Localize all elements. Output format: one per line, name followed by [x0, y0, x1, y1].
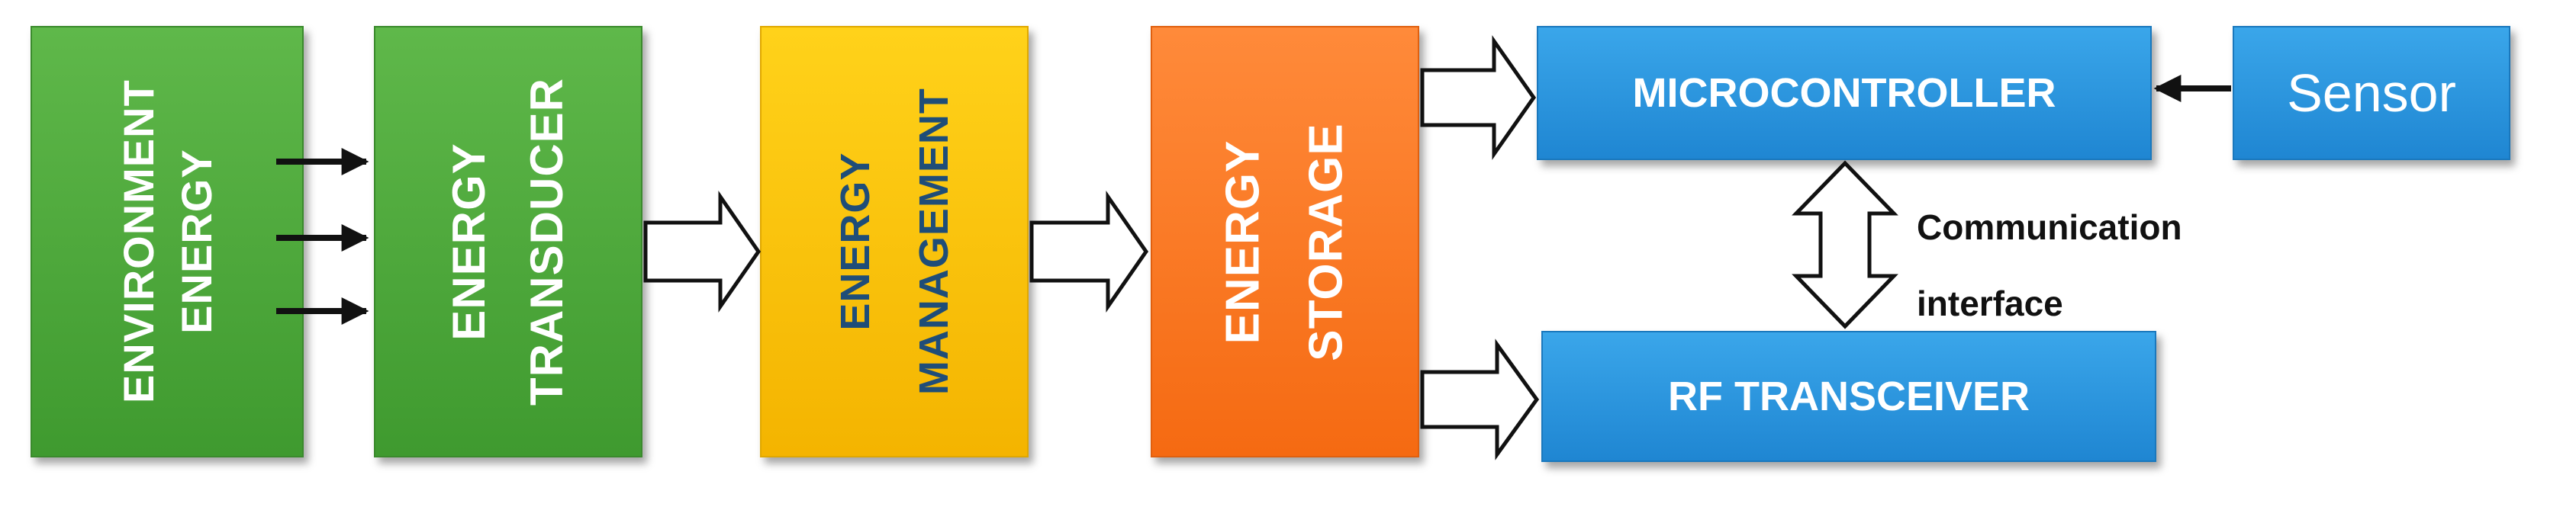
rf-transceiver-label: RF TRANSCEIVER	[1667, 374, 2030, 419]
block-arrow-storage-to-microcontroller	[1420, 35, 1537, 160]
communication-label-line1: Communication	[1917, 207, 2182, 247]
communication-interface-label: Communication interface	[1917, 189, 2182, 342]
microcontroller-label: MICROCONTROLLER	[1632, 70, 2056, 116]
block-arrow-storage-to-rf-transceiver	[1420, 339, 1540, 460]
energy-management-block: ENERGY MANAGEMENT	[760, 26, 1029, 457]
block-arrow-transducer-to-management	[643, 191, 762, 313]
sensor-label: Sensor	[2287, 63, 2456, 123]
environment-energy-block: ENVIRONMENT ENERGY	[31, 26, 304, 457]
block-arrow-management-to-storage	[1029, 191, 1149, 313]
communication-label-line2: interface	[1917, 284, 2063, 323]
microcontroller-block: MICROCONTROLLER	[1537, 26, 2152, 160]
rf-transceiver-block: RF TRANSCEIVER	[1541, 331, 2156, 462]
communication-double-arrow	[1792, 160, 1898, 329]
sensor-block: Sensor	[2233, 26, 2510, 160]
energy-storage-block: ENERGY STORAGE	[1151, 26, 1419, 457]
energy-transducer-block: ENERGY TRANSDUCER	[374, 26, 642, 457]
